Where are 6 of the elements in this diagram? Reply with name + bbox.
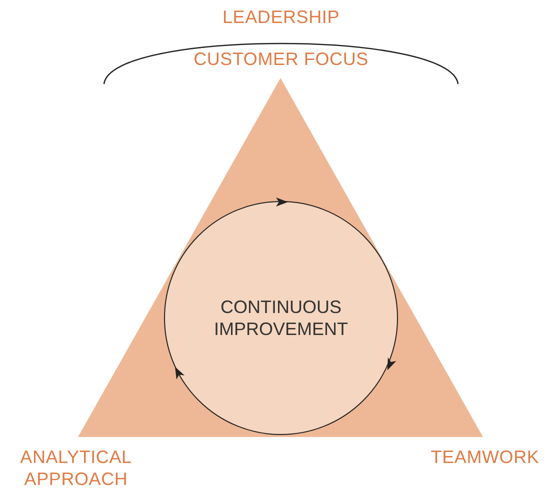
corner-label: TEAMWORK (430, 446, 540, 468)
heading-label: CUSTOMER FOCUS (192, 48, 370, 70)
heading-label: LEADERSHIP (221, 6, 341, 28)
corner-label: ANALYTICAL APPROACH (19, 446, 133, 490)
node-label: CONTINUOUS IMPROVEMENT (212, 296, 349, 340)
triangle-shape (78, 78, 483, 437)
